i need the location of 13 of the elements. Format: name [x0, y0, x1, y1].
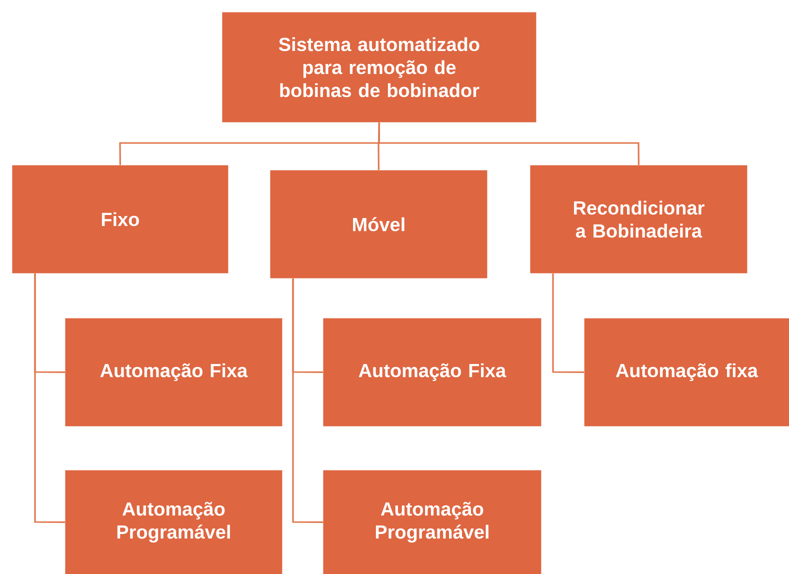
- process-box: Automação Programável: [65, 470, 282, 574]
- process-box: Automação fixa: [584, 318, 789, 426]
- connector-line: [34, 273, 66, 523]
- process-box: Automação Programável: [323, 470, 542, 574]
- connector-line: [378, 122, 640, 166]
- process-box: Automação Fixa: [323, 318, 542, 426]
- process-box: Sistema automatizado para remoção de bobinas de bobinador: [222, 12, 536, 122]
- process-box: Recondicionar a Bobinadeira: [530, 165, 748, 274]
- connector-line: [552, 273, 584, 373]
- process-box: Automação Fixa: [65, 318, 282, 426]
- process-box: Fixo: [12, 165, 228, 274]
- connector-line: [292, 278, 324, 523]
- process-box: Móvel: [270, 170, 488, 278]
